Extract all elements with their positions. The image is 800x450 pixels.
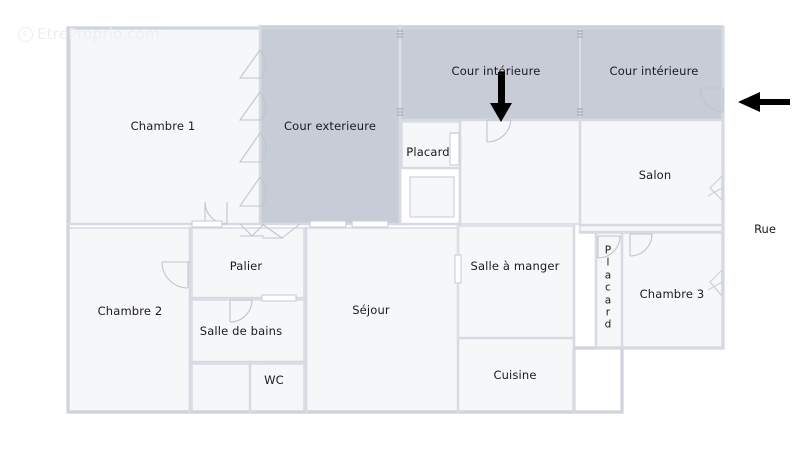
room-shape-hall [459,119,581,225]
window-chambre3 [707,268,723,298]
room-fills [67,25,724,413]
room-shape-palier [191,227,305,299]
entrance-arrow-street [738,92,790,112]
tick-top-2 [577,30,583,38]
window-arc-2 [238,91,267,121]
entrance-arrow-courtyard [490,72,512,122]
room-shape-salon [579,119,724,226]
window-arc-3 [238,132,267,163]
door-salle-de-bains [229,299,253,323]
room-shape-chambre-2 [67,227,191,413]
room-shape-cour-exterieure [259,25,401,225]
annotation-rue: Rue [754,222,776,236]
room-shape-cuisine [457,337,575,413]
door-placard-haut [449,132,460,166]
tick-bottom-1 [397,108,403,116]
room-shape-salle-de-bains [191,299,305,363]
room-shape-sdb-annexe [191,363,251,413]
room-shape-cour-interieure [399,25,724,121]
door-street-entrance [699,87,724,113]
divider-ticks [397,30,583,116]
door-chambre3 [629,233,653,257]
door-entry-hall [486,119,512,143]
room-shape-chambre-3 [621,231,724,349]
door-placard-vertical [597,235,621,259]
room-shape-placard-vertical [595,231,623,349]
openings-mid-wall [191,220,389,228]
room-shape-niche [409,176,455,218]
opening-palier-bottom [261,294,297,302]
cour-exterieure-bottom-markers [261,223,301,239]
room-shape-sejour [305,227,459,413]
window-arc-4 [238,176,267,207]
door-chambre1 [204,201,228,225]
opening-palier-top [239,223,265,237]
window-salon [707,174,723,202]
room-shape-wc [249,363,305,413]
room-shape-salle-a-manger [457,225,575,339]
room-shape-chambre-1 [69,27,261,225]
windows-chambre1 [238,49,267,207]
opening-sejour-right [454,254,462,284]
window-arc-1 [238,49,267,79]
tick-top-1 [397,30,403,38]
door-chambre2 [161,261,190,289]
tick-bottom-2 [577,108,583,116]
